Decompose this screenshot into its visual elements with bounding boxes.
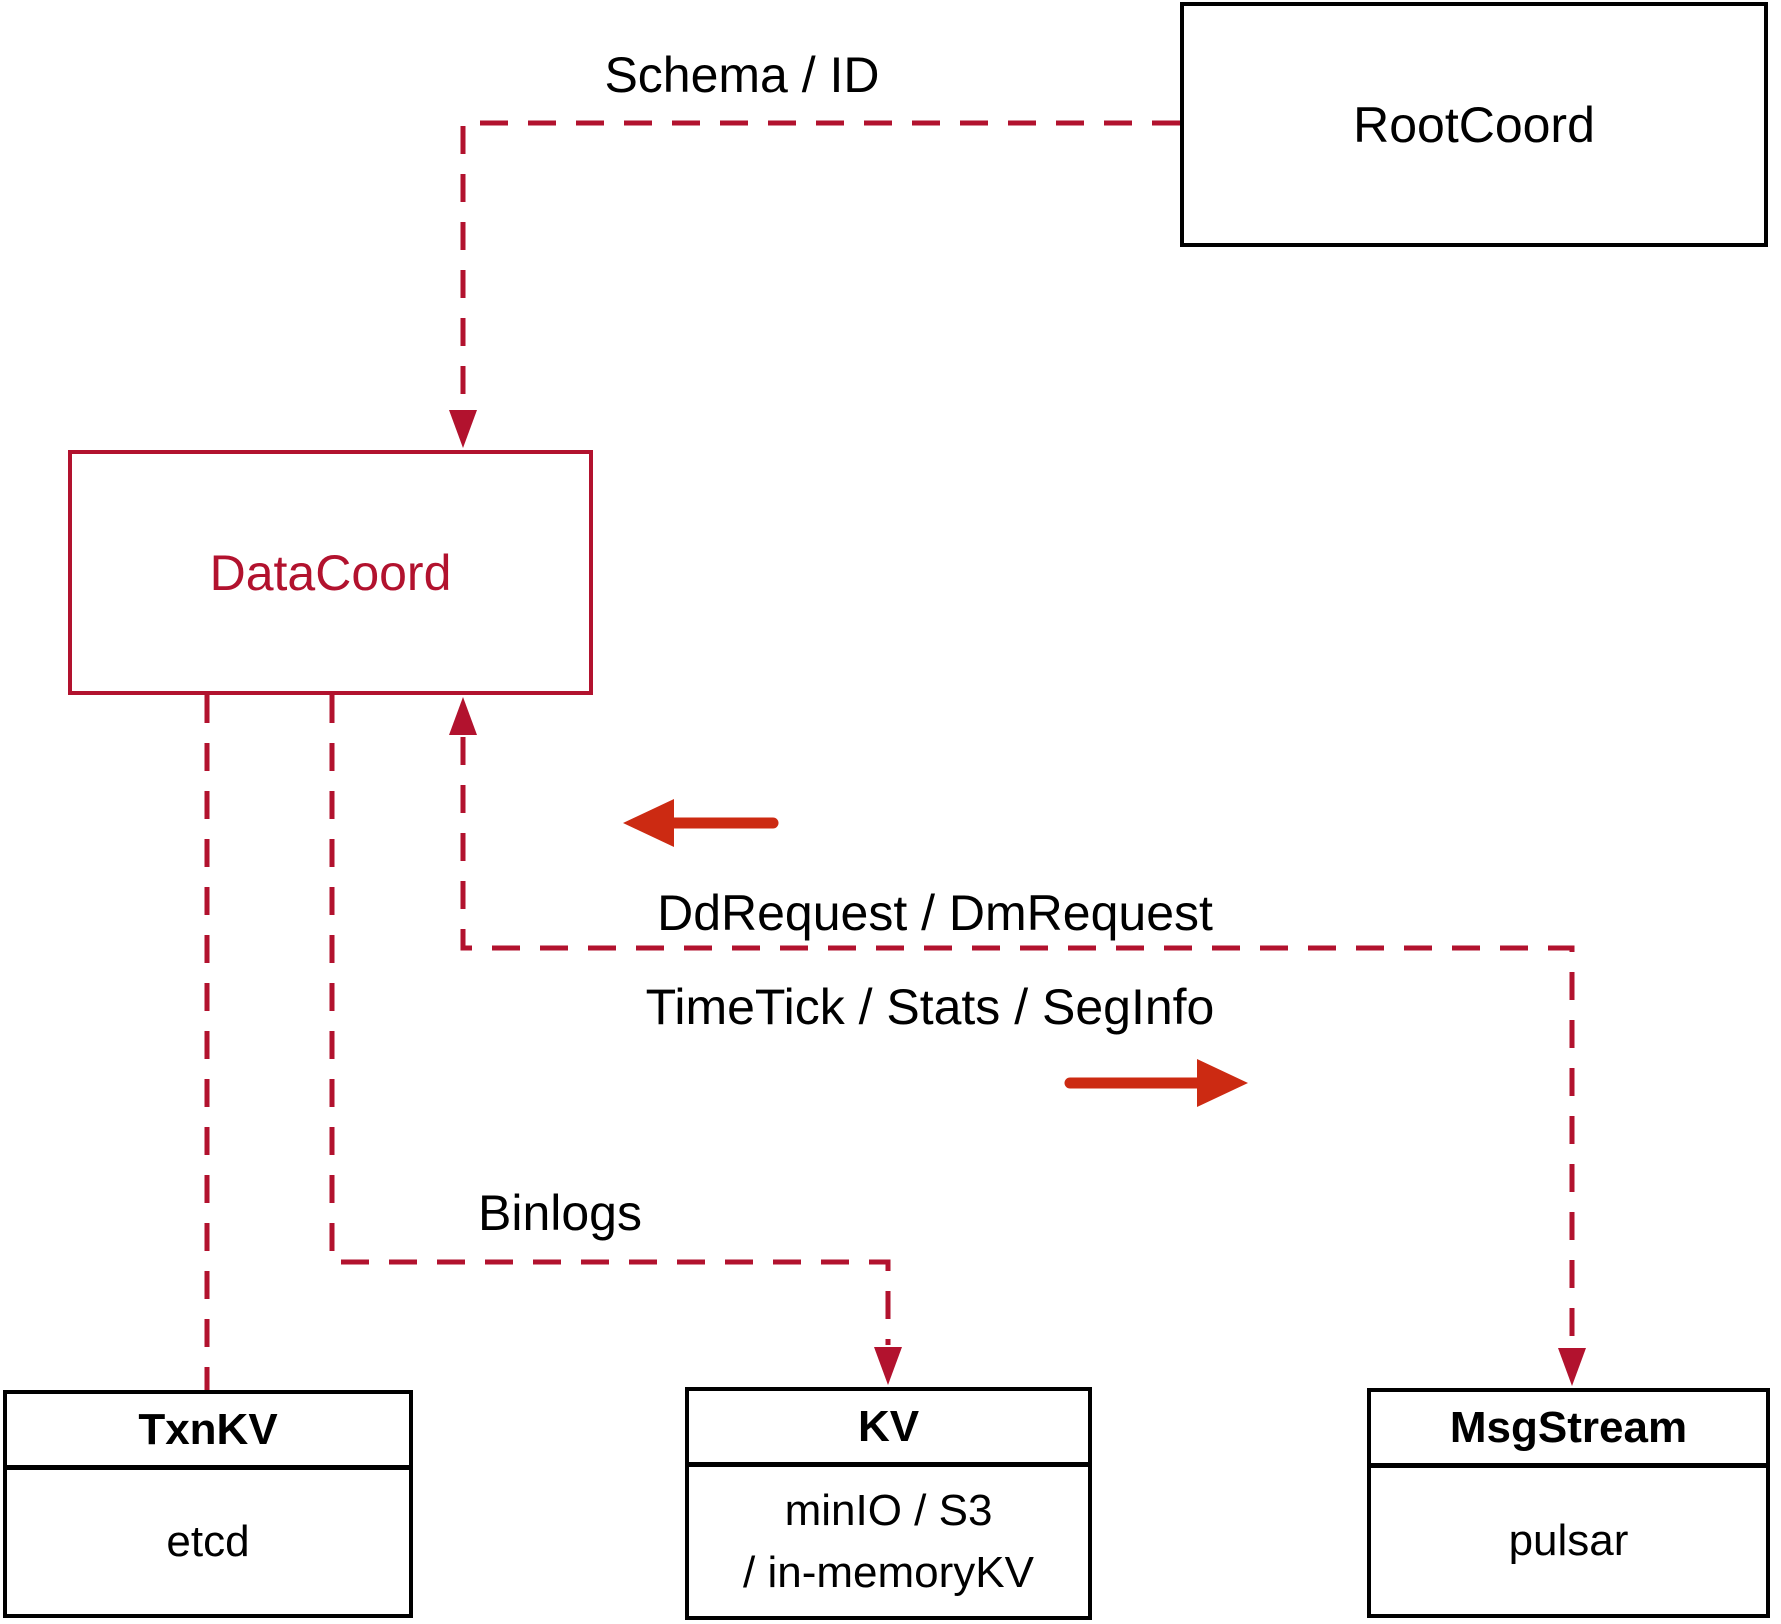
node-datacoord-label: DataCoord <box>209 544 452 601</box>
left-direction-arrow-icon <box>623 799 674 847</box>
right-direction-arrow-icon <box>1197 1059 1248 1107</box>
edge-msgstream-arrowhead-icon <box>1558 1348 1586 1386</box>
edge-schema-id-arrowhead-icon <box>449 410 477 448</box>
node-txnkv-title: TxnKV <box>7 1394 409 1470</box>
edge-binlogs-arrowhead-icon <box>874 1347 902 1385</box>
edge-ddrequest-timetick <box>460 737 1575 1346</box>
node-kv-title: KV <box>689 1391 1088 1467</box>
node-txnkv-body: etcd <box>7 1470 409 1614</box>
node-kv-body: minIO / S3 / in-memoryKV <box>689 1467 1088 1616</box>
edge-label-binlogs: Binlogs <box>478 1185 642 1241</box>
node-kv-body-line2: / in-memoryKV <box>743 1547 1034 1597</box>
node-txnkv: TxnKV etcd <box>3 1390 413 1618</box>
edge-ddrequest-arrowhead-icon <box>449 697 477 735</box>
node-rootcoord-label: RootCoord <box>1353 96 1595 153</box>
node-kv-body-line1: minIO / S3 <box>784 1485 993 1535</box>
node-msgstream-body: pulsar <box>1371 1468 1766 1614</box>
node-txnkv-body-text: etcd <box>166 1517 250 1566</box>
node-msgstream-body-text: pulsar <box>1508 1516 1629 1565</box>
node-datacoord: DataCoord <box>68 450 593 695</box>
node-rootcoord: RootCoord <box>1180 2 1768 247</box>
edge-label-ddrequest: DdRequest / DmRequest <box>657 885 1213 941</box>
edge-label-schema-id: Schema / ID <box>604 47 880 103</box>
edge-label-timetick: TimeTick / Stats / SegInfo <box>645 979 1215 1035</box>
node-msgstream: MsgStream pulsar <box>1367 1388 1770 1618</box>
node-msgstream-title: MsgStream <box>1371 1392 1766 1468</box>
node-kv: KV minIO / S3 / in-memoryKV <box>685 1387 1092 1620</box>
edge-schema-id <box>460 120 1180 408</box>
